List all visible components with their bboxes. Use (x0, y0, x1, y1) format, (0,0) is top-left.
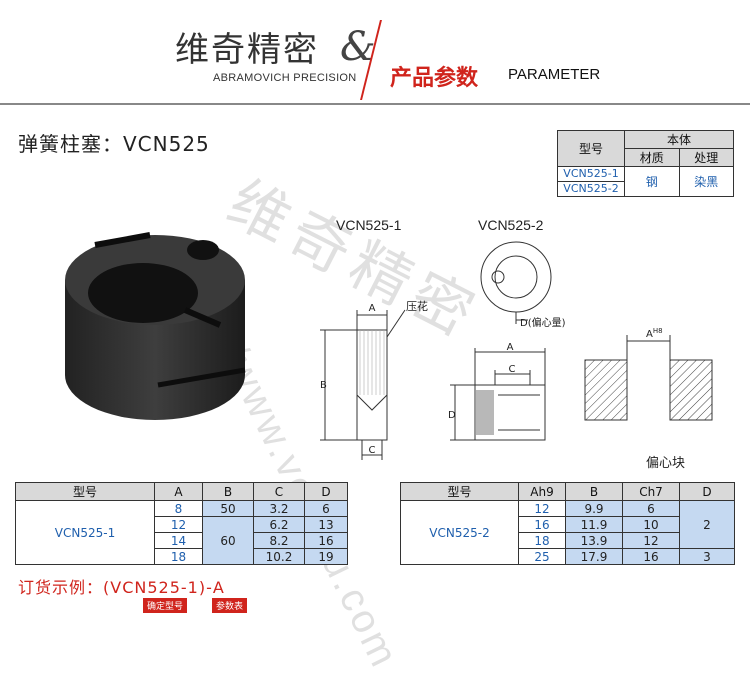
t2-d-0: 2 (679, 500, 735, 549)
dim-a-label: A (369, 303, 376, 314)
t2-header-b: B (565, 482, 623, 501)
t2-header-c: Ch7 (622, 482, 680, 501)
t1-d-2: 16 (304, 532, 348, 549)
t1-header-b: B (202, 482, 254, 501)
drawing-eccentric-block: AH8 (584, 327, 713, 421)
t2-a-1: 16 (518, 516, 566, 533)
material-table-models: VCN525-1 VCN525-2 (557, 166, 625, 197)
t2-a-0: 12 (518, 500, 566, 517)
dim-c2-label: C (509, 364, 516, 375)
t1-a-3: 18 (154, 548, 203, 565)
t1-c-1: 6.2 (253, 516, 305, 533)
dim-b-label: B (320, 380, 327, 391)
t1-d-3: 19 (304, 548, 348, 565)
product-photo (65, 232, 246, 420)
t2-c-1: 10 (622, 516, 680, 533)
t2-a-3: 25 (518, 548, 566, 565)
section-heading: 产品参数 (390, 66, 479, 91)
t1-a-0: 8 (154, 500, 203, 517)
material-table: 型号 本体 材质 处理 VCN525-1 VCN525-2 钢 染黑 (557, 130, 734, 197)
t2-model: VCN525-2 (400, 500, 519, 565)
t1-b-1: 60 (202, 516, 254, 565)
t2-c-3: 16 (622, 548, 680, 565)
t1-b-0: 50 (202, 500, 254, 517)
t2-c-2: 12 (622, 532, 680, 549)
drawing-label-2: VCN525-2 (478, 217, 544, 233)
t1-header-a: A (154, 482, 203, 501)
dim-ah8-label: AH8 (646, 327, 663, 340)
drawing-vcn525-1: A B C 压花 (320, 300, 428, 460)
t1-a-2: 14 (154, 532, 203, 549)
t2-c-0: 6 (622, 500, 680, 517)
model-1: VCN525-1 (558, 167, 624, 182)
section-heading-en: PARAMETER (508, 66, 601, 83)
t1-c-3: 10.2 (253, 548, 305, 565)
t2-header-d: D (679, 482, 735, 501)
eccentric-block-label: 偏心块 (646, 455, 686, 470)
header-rule (0, 103, 750, 105)
t1-header-model: 型号 (15, 482, 155, 501)
t1-c-2: 8.2 (253, 532, 305, 549)
tag-confirm-model: 确定型号 (143, 598, 188, 613)
material-table-model-header: 型号 (557, 130, 625, 167)
model-2: VCN525-2 (563, 182, 619, 195)
t2-b-2: 13.9 (565, 532, 623, 549)
t2-header-model: 型号 (400, 482, 519, 501)
t1-d-1: 13 (304, 516, 348, 533)
t1-a-1: 12 (154, 516, 203, 533)
t2-a-2: 18 (518, 532, 566, 549)
t2-header-a: Ah9 (518, 482, 566, 501)
dim-d2-label: D (448, 410, 456, 421)
brand-subtitle: ABRAMOVICH PRECISION (213, 72, 357, 84)
t2-b-0: 9.9 (565, 500, 623, 517)
drawing-vcn525-2-top: D(偏心量) (480, 241, 566, 329)
t1-header-c: C (253, 482, 305, 501)
treatment-value: 染黑 (678, 166, 734, 197)
dim-c-label: C (369, 445, 376, 456)
t2-b-3: 17.9 (565, 548, 623, 565)
brand-name: 维奇精密 (175, 30, 319, 70)
material-table-body-header: 本体 (624, 130, 734, 149)
drawing-label-1: VCN525-1 (336, 217, 402, 233)
t1-d-0: 6 (304, 500, 348, 517)
dim-a2-label: A (507, 342, 514, 353)
t1-model: VCN525-1 (15, 500, 155, 565)
spec-table-vcn525-1: 型号 A B C D VCN525-1 8 50 3.2 6 12 60 6.2… (15, 482, 348, 565)
t1-header-d: D (304, 482, 348, 501)
drawing-vcn525-2-side: A C D (448, 342, 546, 441)
material-table-treatment-header: 处理 (678, 148, 734, 167)
page-title: 弹簧柱塞：VCN525 (18, 132, 210, 156)
material-value: 钢 (624, 166, 680, 197)
tag-parameter-table: 参数表 (212, 598, 248, 613)
order-example: 订货示例：(VCN525-1)-A (18, 578, 225, 597)
knurl-label: 压花 (406, 300, 428, 313)
t2-d-1: 3 (679, 548, 735, 565)
eccentric-amount-label: D(偏心量) (520, 316, 566, 329)
material-table-material-header: 材质 (624, 148, 680, 167)
spec-table-vcn525-2: 型号 Ah9 B Ch7 D VCN525-2 12 9.9 6 2 16 11… (400, 482, 735, 565)
t1-c-0: 3.2 (253, 500, 305, 517)
t2-b-1: 11.9 (565, 516, 623, 533)
